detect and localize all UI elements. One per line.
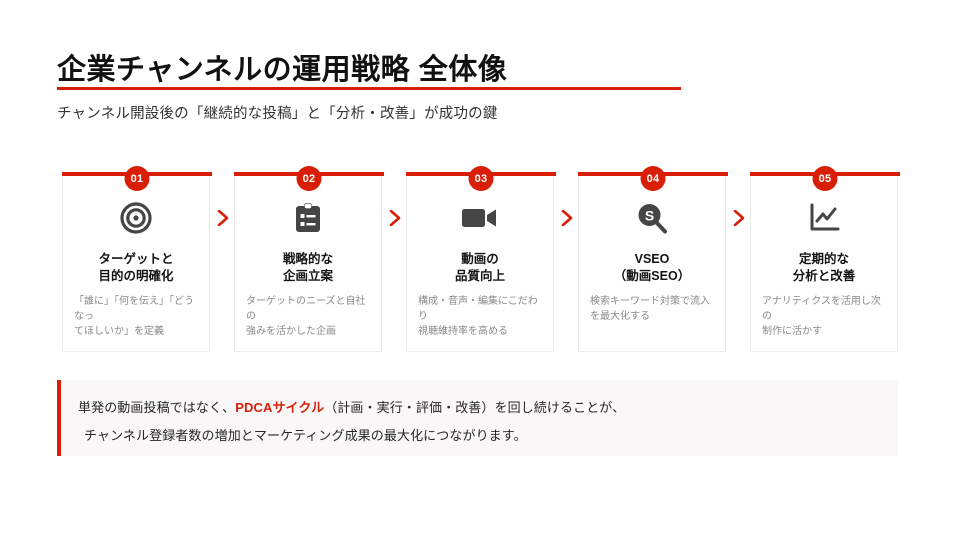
step-title: VSEO （動画SEO） [614,251,690,285]
summary-callout: 単発の動画投稿ではなく、PDCAサイクル（計画・実行・評価・改善）を回し続けるこ… [57,380,898,456]
arrow-connector-1 [212,166,234,354]
step-number-badge: 03 [468,166,494,191]
title-underline [57,87,681,90]
step-description: 検索キーワード対策で流入 を最大化する [590,294,714,324]
step-desc-line2: てほしいか」を定義 [74,326,164,337]
callout-text-before: 単発の動画投稿ではなく、 [78,400,236,415]
step-number-badge: 02 [296,166,322,191]
chevron-right-icon [389,210,401,226]
step-number-badge: 01 [124,166,150,191]
callout-line-2: チャンネル登録者数の増加とマーケティング成果の最大化につながります。 [84,428,527,443]
step-title-line1: ターゲットと [98,252,174,266]
line-chart-icon [808,201,840,235]
step-description: 構成・音声・編集にこだわり 視聴維持率を高める [418,294,542,339]
arrow-connector-4 [728,166,750,354]
svg-text:S: S [645,207,654,223]
chevron-right-icon [733,210,745,226]
arrow-connector-3 [556,166,578,354]
step-card-body: 定期的な 分析と改善 アナリティクスを活用し次の 制作に活かす [750,176,898,352]
step-card-03[interactable]: 03 動画の 品質向上 構成・音声・編集にこだわり 視聴維持率を高める [406,166,556,354]
step-desc-line1: アナリティクスを活用し次の [762,296,881,322]
step-card-02[interactable]: 02 戦略的な 企画立案 ターゲットのニーズと自社の 強みを活かし [234,166,384,354]
step-title-line2: 目的の明確化 [98,269,174,283]
step-card-05[interactable]: 05 定期的な 分析と改善 アナリティクスを活用し次の 制作に活かす [750,166,900,354]
page-title: 企業チャンネルの運用戦略 全体像 [57,54,508,86]
magnifier-dollar-icon: S [636,201,668,235]
step-description: アナリティクスを活用し次の 制作に活かす [762,294,886,339]
step-card-body: 戦略的な 企画立案 ターゲットのニーズと自社の 強みを活かした企画 [234,176,382,352]
step-title-line1: 動画の [461,252,499,266]
step-title-line1: VSEO [634,252,670,266]
step-title: 動画の 品質向上 [455,251,505,285]
page-subtitle: チャンネル開設後の「継続的な投稿」と「分析・改善」が成功の鍵 [57,106,498,122]
step-desc-line1: 「誰に」「何を伝え」「どうなっ [74,296,194,322]
callout-highlight: PDCAサイクル [235,400,325,415]
video-camera-icon [461,201,499,235]
step-card-body: ターゲットと 目的の明確化 「誰に」「何を伝え」「どうなっ てほしいか」を定義 [62,176,210,352]
step-title: 戦略的な 企画立案 [283,251,333,285]
target-icon [120,201,152,235]
step-desc-line2: 制作に活かす [762,326,822,337]
step-title-line2: 分析と改善 [792,269,856,283]
step-title: ターゲットと 目的の明確化 [98,251,173,285]
callout-text-after: （計画・実行・評価・改善）を回し続けることが、 [324,400,626,415]
chevron-right-icon [561,210,573,226]
step-desc-line1: 構成・音声・編集にこだわり [418,296,538,322]
step-title-line2: （動画SEO） [613,269,691,283]
step-card-04[interactable]: 04 S VSEO （動画SEO） 検索キーワード対策で流入 を最大化する [578,166,728,354]
step-description: ターゲットのニーズと自社の 強みを活かした企画 [246,294,370,339]
step-number-badge: 04 [640,166,666,191]
callout-accent-bar [57,380,61,456]
arrow-connector-2 [384,166,406,354]
step-desc-line1: ターゲットのニーズと自社の [246,296,366,322]
step-desc-line2: を最大化する [590,311,650,322]
step-title-line2: 企画立案 [282,269,333,283]
step-desc-line2: 視聴維持率を高める [418,326,508,337]
step-title-line1: 定期的な [798,252,849,266]
step-desc-line1: 検索キーワード対策で流入 [590,296,710,307]
step-card-body: S VSEO （動画SEO） 検索キーワード対策で流入 を最大化する [578,176,726,352]
clipboard-list-icon [293,201,323,235]
step-title-line1: 戦略的な [282,252,333,266]
step-flow: 01 ターゲットと 目的の明確化 「誰に」「何を伝え」「どうなっ てほしいか」を… [62,166,900,354]
step-title-line2: 品質向上 [454,269,505,283]
step-card-01[interactable]: 01 ターゲットと 目的の明確化 「誰に」「何を伝え」「どうなっ てほしいか」を… [62,166,212,354]
step-number-badge: 05 [812,166,838,191]
step-description: 「誰に」「何を伝え」「どうなっ てほしいか」を定義 [74,294,198,339]
step-card-body: 動画の 品質向上 構成・音声・編集にこだわり 視聴維持率を高める [406,176,554,352]
chevron-right-icon [217,210,229,226]
callout-line-1: 単発の動画投稿ではなく、PDCAサイクル（計画・実行・評価・改善）を回し続けるこ… [78,397,625,416]
step-desc-line2: 強みを活かした企画 [246,326,336,337]
step-title: 定期的な 分析と改善 [793,251,856,285]
